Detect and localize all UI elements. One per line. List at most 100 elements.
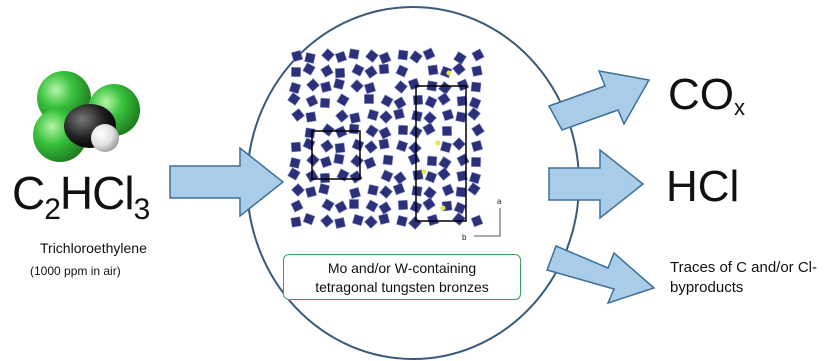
crystal-structure [287,47,501,237]
catalyst-label-line1: Mo and/or W-containing [327,260,477,276]
polyhedron [334,217,346,229]
polyhedron [348,123,360,135]
polyhedron [456,78,470,92]
arrow-input[interactable] [169,146,285,218]
polyhedron [290,216,302,228]
polyhedron [305,94,319,108]
polyhedron [393,171,407,185]
reactant-formula: C2HCl3 [12,167,150,226]
polyhedron [351,138,365,152]
polyhedron [335,109,349,123]
polyhedron [380,169,394,183]
polyhedron [350,79,364,93]
polyhedron [422,47,436,61]
cation-site [421,169,427,175]
arrow-hcl[interactable] [548,148,645,220]
polyhedron [378,63,390,75]
polyhedron [411,110,423,122]
polyhedron [378,51,392,65]
polyhedron [397,199,409,211]
polyhedron [407,152,421,166]
polyhedron [455,186,467,198]
polyhedron [470,139,484,153]
polyhedron [291,183,305,197]
polyhedron [422,122,436,136]
polyhedron [424,95,438,109]
polyhedron [437,167,451,181]
polyhedron [364,65,378,79]
cation-site [435,140,441,146]
unit-cell-small [311,130,361,180]
polyhedron [363,81,377,95]
polyhedron [348,186,362,200]
polyhedron [394,80,408,94]
polyhedron [393,96,407,110]
polyhedron [334,50,348,64]
polyhedron [379,185,393,199]
polyhedron [452,137,466,151]
polyhedron [470,156,482,168]
polyhedron [305,186,317,198]
polyhedron [350,154,364,168]
polyhedron [426,213,440,227]
polyhedron [453,201,467,215]
polyhedron [395,139,409,153]
polyhedron [320,214,334,228]
polyhedron [468,96,482,110]
axis-a-label: a [497,197,502,206]
polyhedron [348,48,360,60]
polyhedron [290,66,302,78]
polyhedron [364,215,378,229]
polyhedron [423,111,437,125]
polyhedron [470,81,482,93]
polyhedron [334,67,346,79]
polyhedron [290,141,302,153]
polyhedron [351,213,365,227]
catalyst-label: Mo and/or W-containing tetragonal tungst… [283,254,521,300]
polyhedron [334,142,346,154]
polyhedron [470,214,484,228]
polyhedron [319,155,333,169]
polyhedron [319,97,331,109]
polyhedron [365,199,379,213]
polyhedron [395,64,409,78]
arrow-cox[interactable] [547,70,651,131]
product-cox: COx [668,70,745,120]
polyhedron [467,182,481,196]
polyhedron [351,63,365,77]
polyhedron [456,153,470,167]
polyhedron [302,137,316,151]
catalyst-label-line2: tetragonal tungsten bronzes [315,279,489,295]
polyhedron [408,216,422,230]
polyhedron [378,213,390,225]
polyhedron [349,199,359,209]
polyhedron [409,50,423,64]
arrow-traces[interactable] [546,245,656,305]
polyhedron [321,123,335,137]
polyhedron [441,125,453,137]
polyhedron [397,49,409,61]
polyhedron [321,48,335,62]
polyhedron [422,197,436,211]
polyhedron [333,78,345,90]
polyhedron [287,167,301,181]
polyhedron [378,126,392,140]
polyhedron [397,124,409,136]
polyhedron [471,48,485,62]
polyhedron [349,112,361,124]
polyhedron [441,108,455,122]
polyhedron [320,64,334,78]
polyhedron [304,52,316,64]
polyhedron [411,185,423,197]
polyhedron [378,138,390,150]
reactant-name: Trichloroethylene [40,240,147,256]
polyhedron [367,184,379,196]
polyhedron [392,182,406,196]
polyhedron [439,140,453,154]
polyhedron [306,153,320,167]
polyhedron [289,157,301,169]
polyhedron [455,111,467,123]
reactant-concentration: (1000 ppm in air) [30,264,121,278]
polyhedron [349,170,363,184]
